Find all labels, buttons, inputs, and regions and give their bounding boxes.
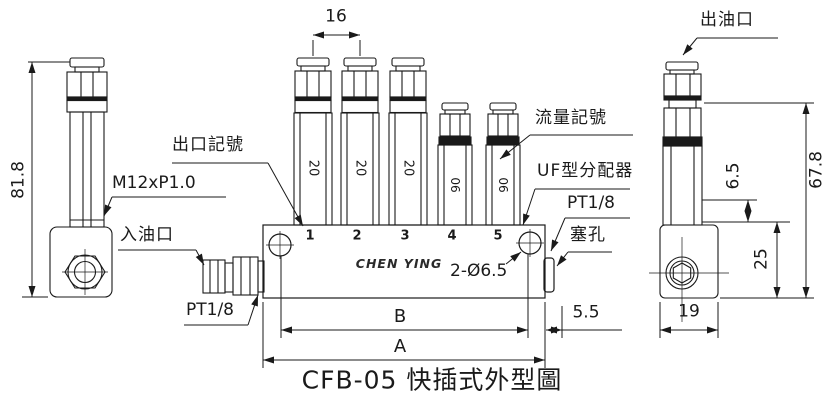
dim-a: A bbox=[393, 336, 407, 357]
metering-valve-2 bbox=[340, 57, 380, 226]
metering-valve-5 bbox=[485, 102, 521, 226]
flow-mark-4: 06 bbox=[448, 177, 462, 193]
label-mount-holes: 2-Ø6.5 bbox=[450, 261, 508, 281]
flow-mark-2: 20 bbox=[352, 159, 368, 177]
brand-logo: CHEN YING bbox=[355, 255, 443, 271]
label-inlet-thread: PT1/8 bbox=[186, 300, 234, 320]
label-outlet-port: 出油口 bbox=[700, 10, 754, 30]
left-fitting-view bbox=[49, 57, 113, 298]
flow-mark-1: 20 bbox=[305, 159, 321, 177]
label-flow-mark: 流量記號 bbox=[535, 108, 607, 128]
port-number-5: 5 bbox=[493, 228, 503, 244]
dim-b: B bbox=[393, 306, 407, 327]
port-number-3: 3 bbox=[400, 228, 410, 244]
metering-valve-4 bbox=[437, 102, 473, 226]
metering-valve-1 bbox=[293, 57, 333, 226]
label-outlet-mark: 出口記號 bbox=[172, 135, 244, 155]
label-plug-hole: 塞孔 bbox=[570, 225, 606, 245]
dim-lines-left bbox=[22, 61, 70, 298]
dim-height-left: 81.8 bbox=[8, 161, 29, 199]
label-distributor: UF型分配器 bbox=[537, 161, 634, 181]
label-inlet-port: 入油口 bbox=[120, 225, 174, 245]
dim-depth: 19 bbox=[678, 301, 700, 322]
dim-block-height: 25 bbox=[751, 248, 772, 270]
flow-mark-5: 06 bbox=[496, 177, 510, 193]
drawing-title: CFB-05 快插式外型圖 bbox=[301, 365, 563, 395]
dim-lines-right bbox=[702, 102, 814, 299]
label-plug-thread: PT1/8 bbox=[567, 193, 615, 213]
leader-lines bbox=[103, 37, 778, 326]
dim-lines-bottom bbox=[262, 254, 719, 368]
port-number-4: 4 bbox=[447, 228, 457, 244]
port-number-2: 2 bbox=[352, 228, 362, 244]
dim-offset: 6.5 bbox=[723, 162, 744, 190]
dim-pitch-value: 16 bbox=[325, 6, 347, 27]
port-number-1: 1 bbox=[305, 228, 315, 244]
plug-tab bbox=[543, 257, 555, 293]
dim-plug-offset: 5.5 bbox=[572, 302, 600, 323]
dim-pitch bbox=[312, 31, 361, 56]
label-thread-m12: M12xP1.0 bbox=[112, 173, 196, 193]
inlet-fitting bbox=[202, 256, 265, 296]
metering-valve-3 bbox=[388, 57, 428, 226]
right-side-view bbox=[649, 61, 729, 322]
flow-mark-3: 20 bbox=[400, 159, 416, 177]
dim-height-right: 67.8 bbox=[806, 151, 827, 189]
